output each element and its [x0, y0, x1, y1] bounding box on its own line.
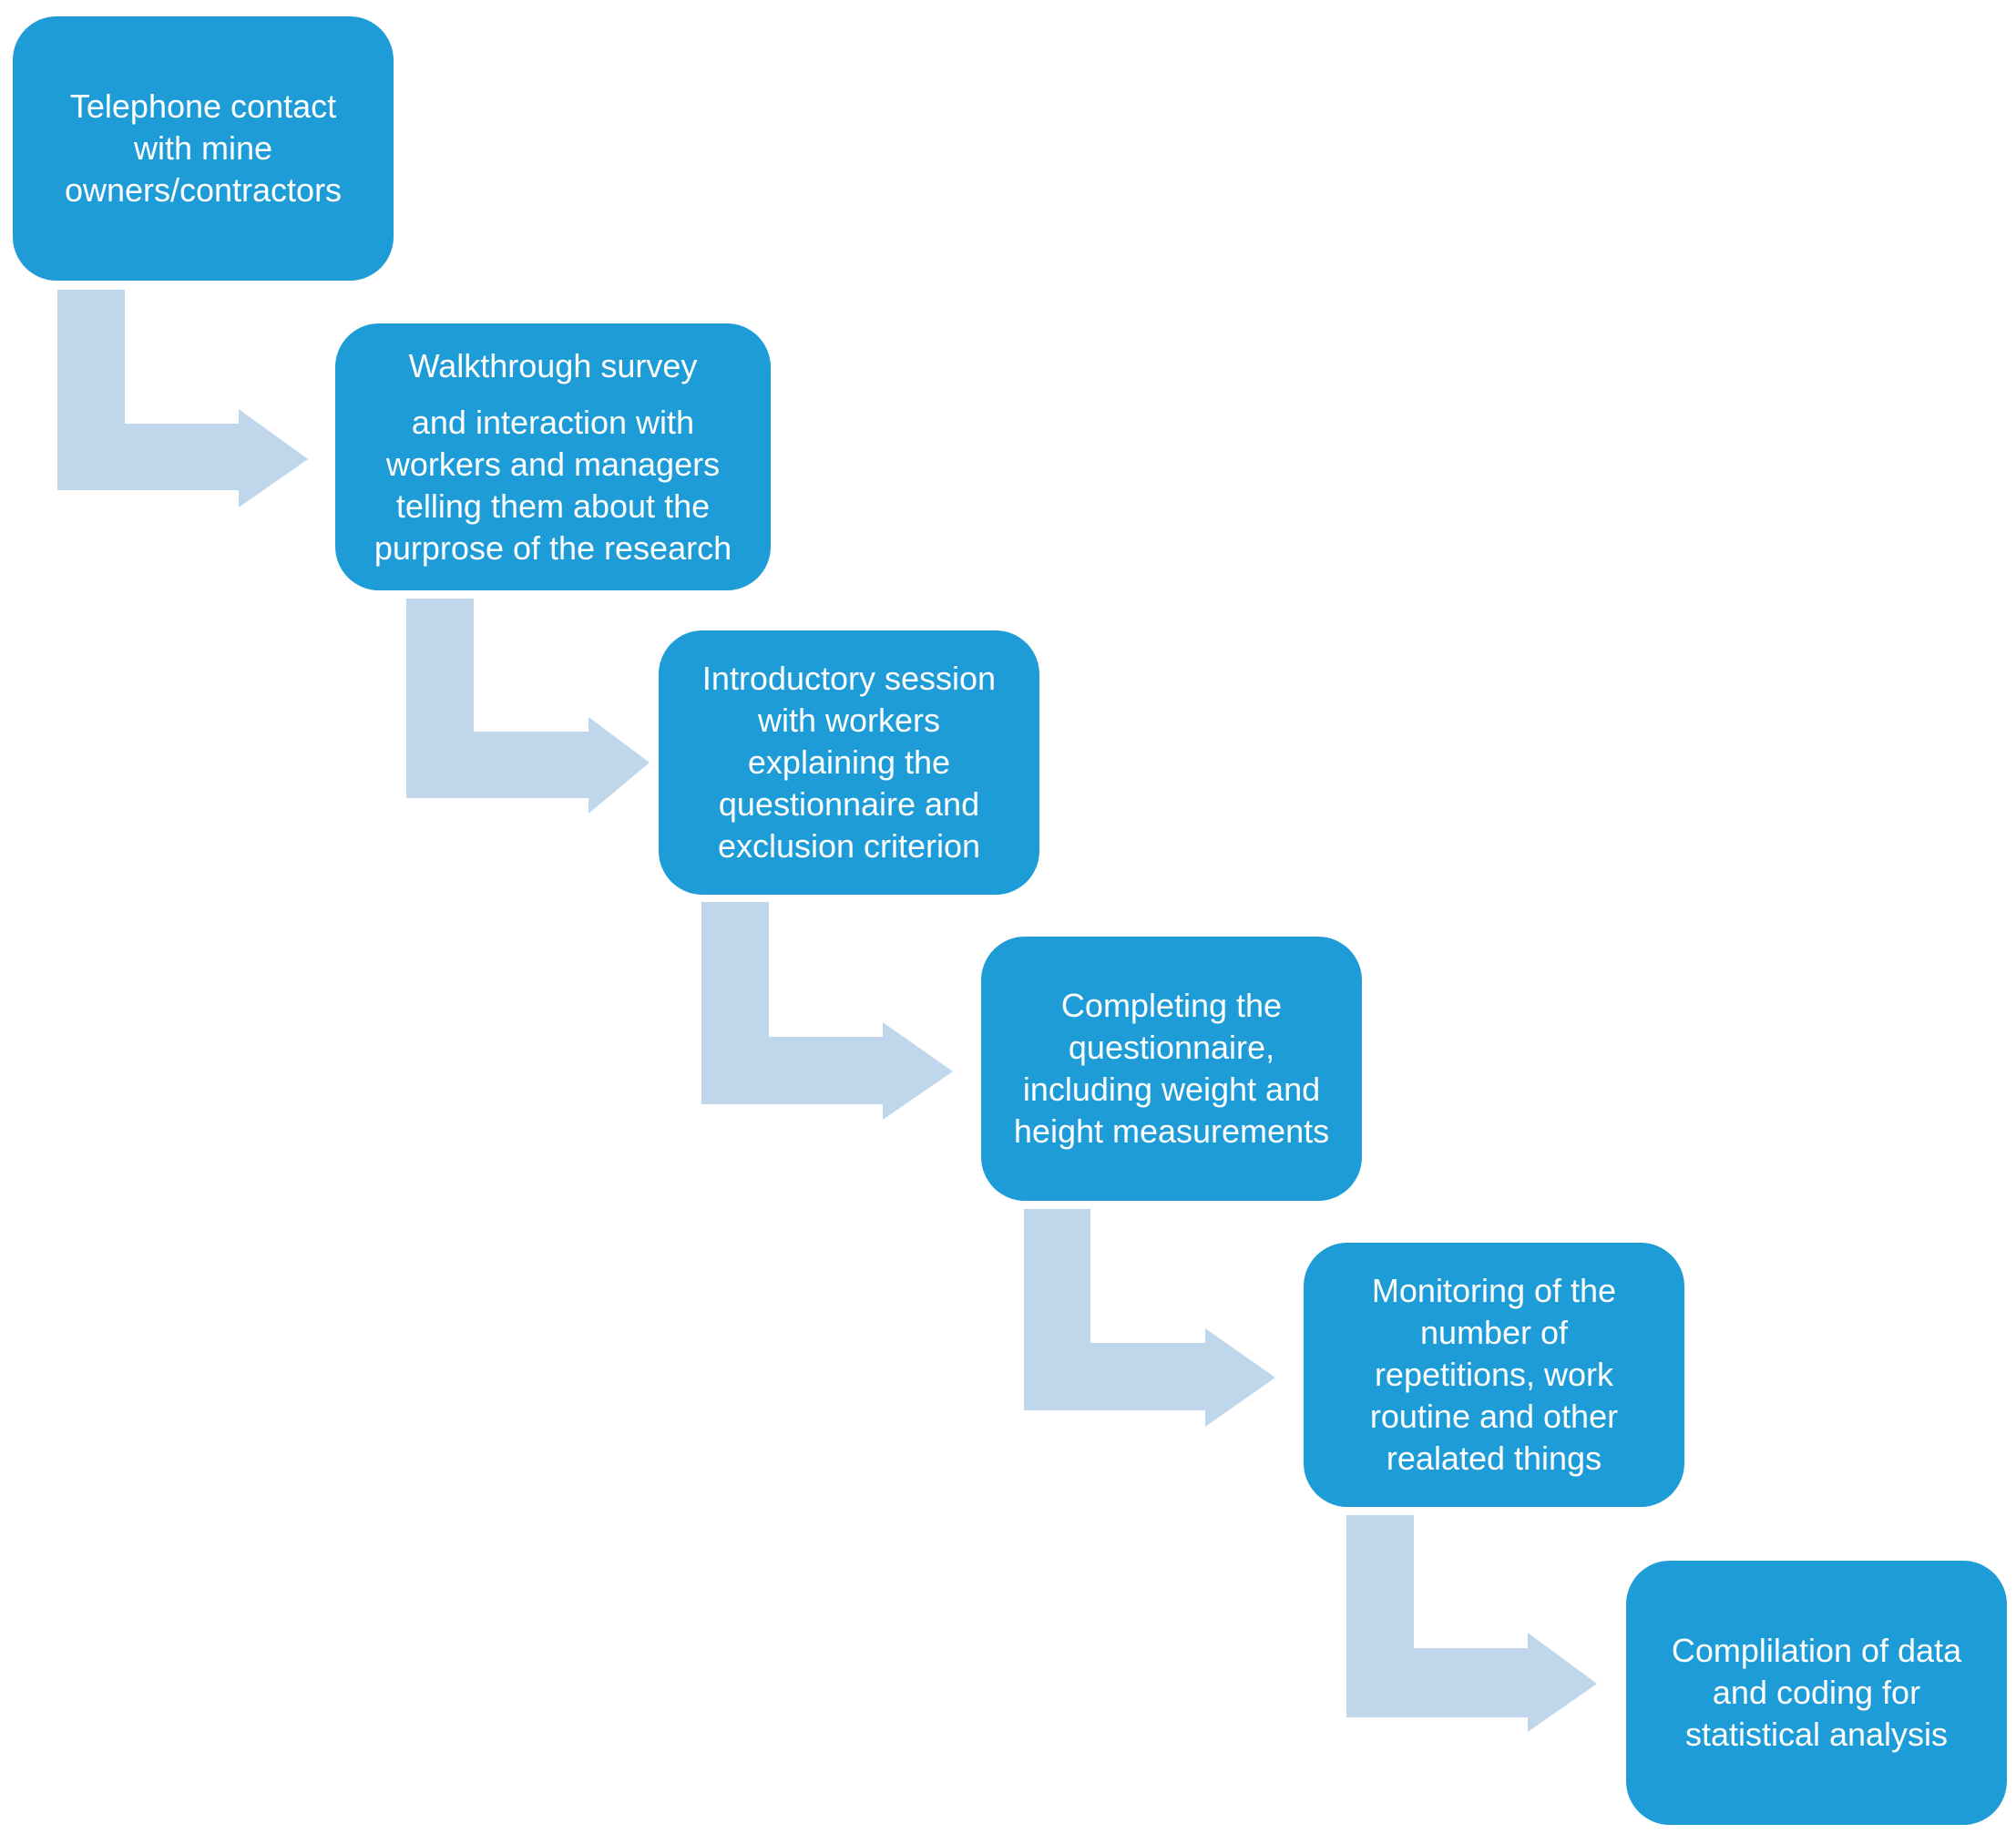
- step-text: and interaction with workers and manager…: [374, 403, 732, 567]
- step-box-monitoring: Monitoring of the number of repetitions,…: [1304, 1243, 1684, 1507]
- step-box-walkthrough-survey: Walkthrough survey and interaction with …: [335, 323, 771, 590]
- step-text: Completing the questionnaire, including …: [1013, 987, 1330, 1150]
- step-box-introductory-session: Introductory session with workers explai…: [659, 630, 1039, 895]
- bent-arrow-2-to-3: [406, 599, 650, 814]
- step-text: Complilation of data and coding for stat…: [1671, 1632, 1962, 1753]
- bent-arrow-1-to-2: [57, 290, 308, 507]
- bent-arrow-5-to-6: [1346, 1515, 1597, 1732]
- step-text: Telephone contact with mine owners/contr…: [64, 87, 343, 209]
- bent-arrow-3-to-4: [701, 902, 953, 1120]
- step-box-telephone-contact: Telephone contact with mine owners/contr…: [13, 16, 394, 281]
- step-text: Monitoring of the number of repetitions,…: [1369, 1272, 1619, 1477]
- step-heading: Walkthrough survey: [408, 346, 698, 384]
- bent-arrow-4-to-5: [1024, 1209, 1275, 1427]
- step-text: Introductory session with workers explai…: [701, 660, 997, 865]
- step-box-compilation: Complilation of data and coding for stat…: [1626, 1561, 2007, 1825]
- step-box-completing-questionnaire: Completing the questionnaire, including …: [981, 937, 1362, 1201]
